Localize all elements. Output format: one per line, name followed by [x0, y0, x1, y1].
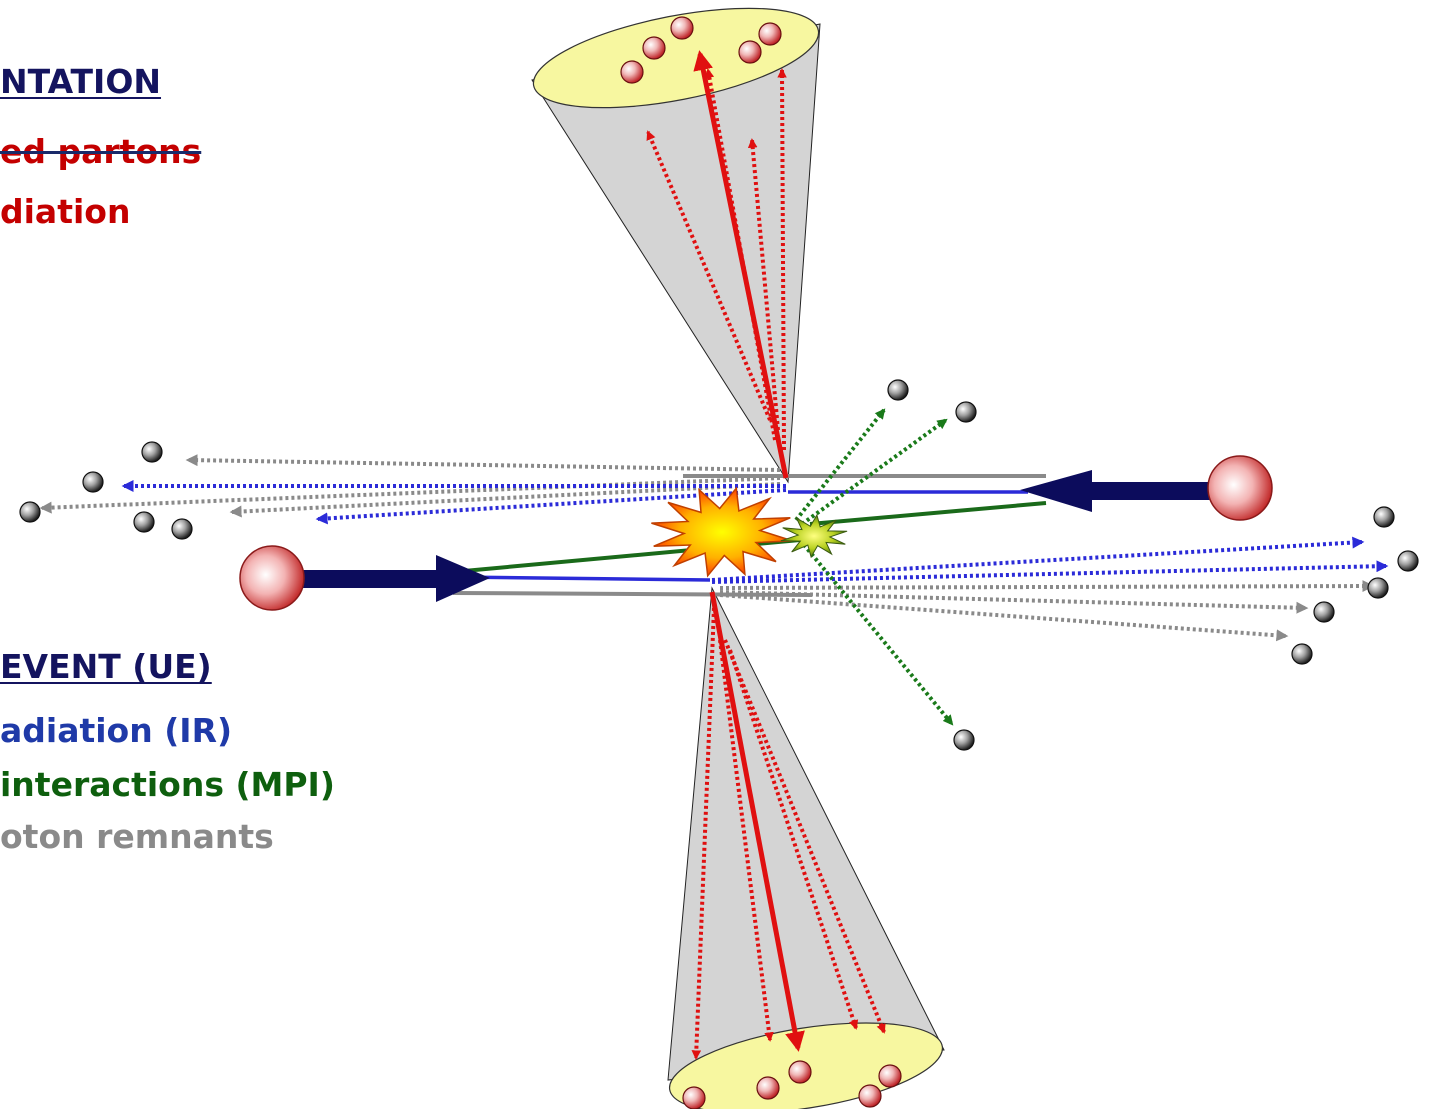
fragmentation-heading: NTATION: [0, 62, 162, 101]
initial-radiation-lines: [454, 490, 1028, 582]
upper-jet-hadrons: [620, 16, 782, 84]
proton-right: [1207, 455, 1273, 521]
mpi-burst-icon: [780, 513, 848, 559]
lower-jet-hadrons: [682, 1060, 902, 1109]
proton-left: [239, 545, 305, 611]
beam-left: [300, 555, 490, 602]
remnant-hadrons: [19, 379, 1419, 751]
initial-radiation-tracks: [121, 480, 1389, 584]
underlying-event-heading: EVENT (UE): [0, 647, 212, 686]
initial-radiation-label: adiation (IR): [0, 711, 233, 750]
remnant-tracks: [39, 454, 1375, 642]
mpi-label: interactions (MPI): [0, 765, 335, 804]
upper-jet-tracks: [646, 50, 789, 479]
remnants-label: oton remnants: [0, 817, 274, 856]
lower-jet-tracks: [691, 591, 886, 1060]
mpi-tracks: [794, 408, 954, 726]
upper-jet-cone: [531, 7, 821, 484]
final-radiation-label: diation: [0, 192, 131, 231]
hard-scatter-burst-icon: [651, 486, 793, 578]
fragmented-partons-label: ed partons: [0, 132, 202, 171]
beam-right: [1020, 470, 1220, 512]
remnant-lines: [452, 474, 1046, 597]
